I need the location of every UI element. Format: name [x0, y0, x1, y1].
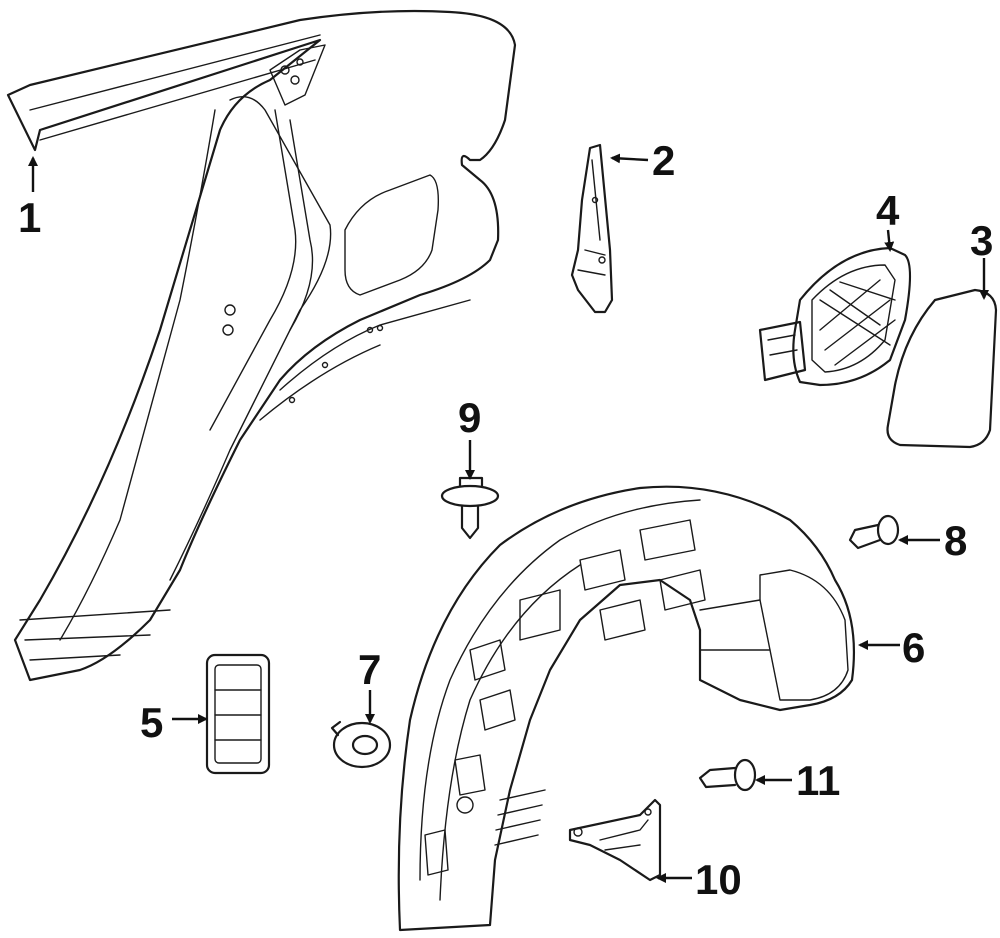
bracket-part[interactable] [570, 143, 614, 314]
callout-11: 11 [796, 757, 840, 804]
push-clip-part[interactable] [440, 476, 500, 540]
callout-1: 1 [18, 194, 41, 241]
screw-part-8[interactable] [848, 514, 900, 550]
callout-9: 9 [458, 394, 481, 441]
leader-lines [28, 153, 989, 883]
quarter-panel-part[interactable] [6, 9, 517, 682]
callout-4: 4 [876, 187, 900, 234]
grommet-part[interactable] [330, 720, 392, 769]
callout-5: 5 [140, 699, 163, 746]
fuel-door-housing-part[interactable] [758, 246, 912, 387]
callout-8: 8 [944, 517, 967, 564]
wheel-housing-liner-part[interactable] [397, 485, 856, 932]
screw-part-11[interactable] [698, 758, 757, 792]
vent-part[interactable] [205, 653, 271, 775]
callout-3: 3 [970, 217, 993, 264]
callout-labels: 1 2 3 4 5 6 7 8 9 10 11 [18, 137, 993, 903]
callout-2: 2 [652, 137, 675, 184]
callout-10: 10 [695, 856, 742, 903]
mount-bracket-part[interactable] [568, 798, 662, 882]
callout-7: 7 [358, 646, 381, 693]
callout-6: 6 [902, 624, 925, 671]
fuel-door-part[interactable] [886, 288, 998, 449]
